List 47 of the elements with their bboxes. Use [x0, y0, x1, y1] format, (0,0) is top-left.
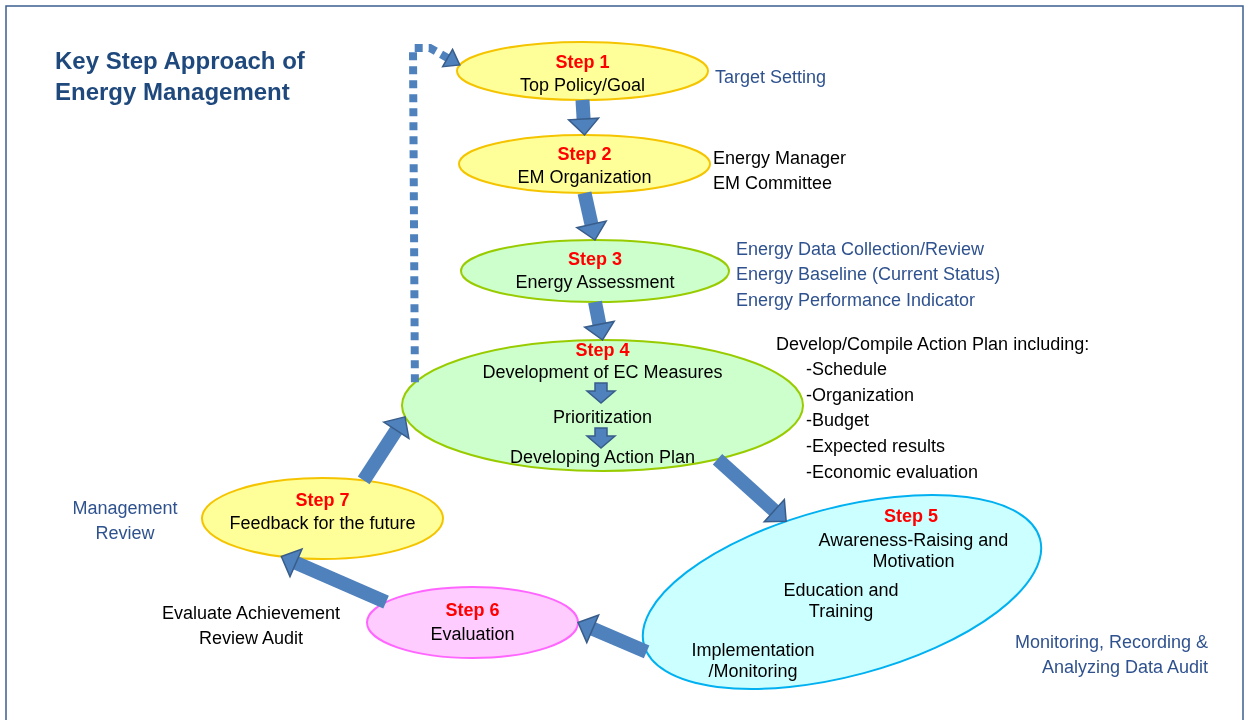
annotation-text: Review Audit: [197, 627, 305, 650]
block-arrow: [357, 416, 410, 485]
annotation-text: -Expected results: [806, 435, 946, 458]
block-arrow: [576, 191, 607, 241]
annotation-text: Develop/Compile Action Plan including:: [776, 333, 1090, 356]
annotation-text: Energy Performance Indicator: [736, 289, 976, 312]
block-arrow: [712, 454, 787, 523]
annotation-text: EM Committee: [713, 172, 833, 195]
diagram-title: Key Step Approach of Energy Management: [55, 46, 306, 107]
annotation-text: Energy Manager: [713, 147, 847, 170]
annotation-text: -Schedule: [806, 358, 888, 381]
step-text: Development of EC Measures: [481, 362, 724, 383]
annotation-text: Energy Baseline (Current Status): [736, 263, 1001, 286]
block-arrow: [567, 99, 600, 136]
step-ellipse: [365, 585, 580, 660]
step-text: Awareness-Raising and Motivation: [817, 530, 1010, 572]
step-label: Step 1: [554, 52, 611, 73]
annotation-text: Energy Data Collection/Review: [736, 238, 985, 261]
step-text: EM Organization: [516, 167, 653, 188]
step-label: Step 7: [294, 490, 351, 511]
annotation-text: -Budget: [806, 409, 870, 432]
annotation-text: Monitoring, Recording & Analyzing Data Audit: [1013, 631, 1208, 679]
step-text: Feedback for the future: [228, 513, 417, 534]
block-arrow: [577, 614, 650, 659]
annotation-text: -Organization: [806, 384, 915, 407]
step-ellipse: [200, 476, 445, 561]
step-text: Top Policy/Goal: [518, 75, 647, 96]
step-text: Prioritization: [551, 407, 653, 428]
step-label: Step 5: [883, 506, 939, 527]
step-ellipse: [457, 133, 712, 195]
step-label: Step 2: [556, 144, 613, 165]
step-ellipse: [459, 238, 731, 304]
step-text: Evaluation: [429, 624, 516, 645]
step-ellipse: [455, 40, 710, 102]
block-arrow: [280, 548, 389, 609]
annotation-text: Management Review: [71, 497, 179, 545]
dashed-feedback-arrow: [408, 44, 461, 383]
annotation-text: -Economic evaluation: [806, 461, 979, 484]
step-label: Step 3: [567, 249, 623, 270]
step-label: Step 6: [444, 600, 501, 621]
annotation-text: Evaluate Achievement: [160, 602, 342, 625]
step-text: Energy Assessment: [514, 272, 676, 293]
step-text: Implementation /Monitoring: [690, 640, 816, 682]
step-text: Developing Action Plan: [508, 447, 697, 468]
annotation-text: Target Setting: [715, 66, 827, 89]
block-arrow: [583, 300, 615, 341]
step-text: Education and Training: [782, 580, 900, 622]
